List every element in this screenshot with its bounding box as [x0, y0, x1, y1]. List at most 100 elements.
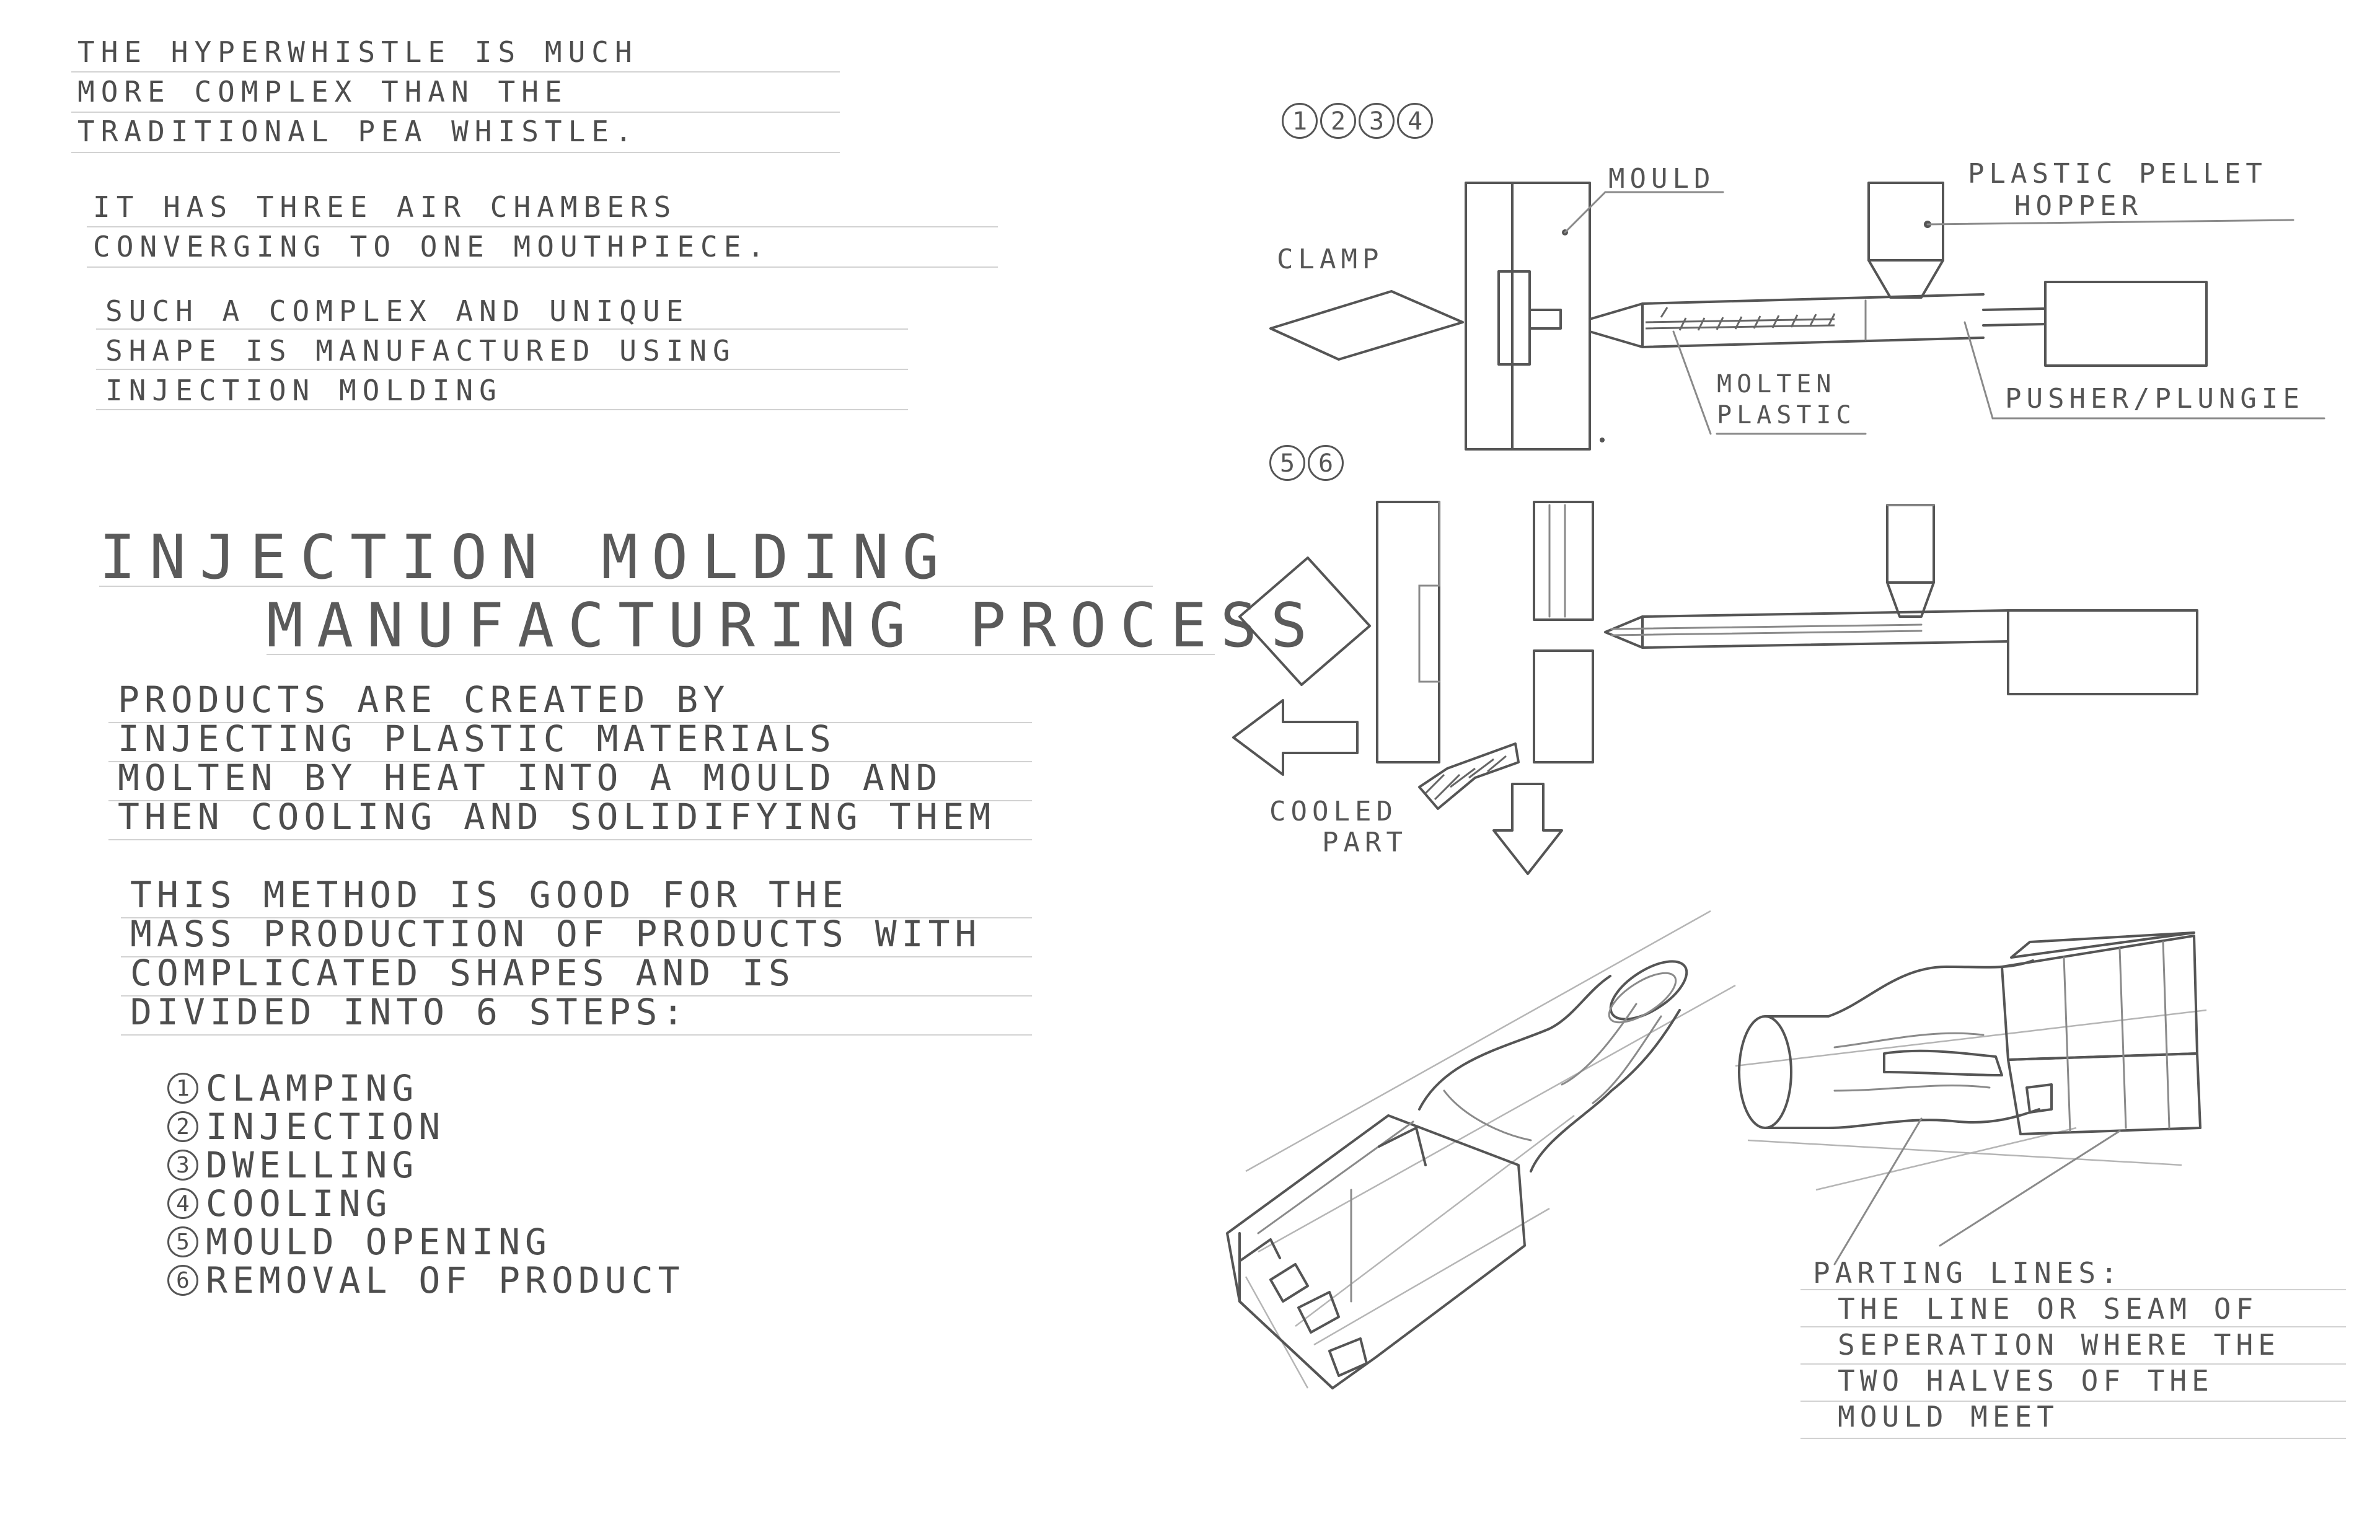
hopper-funnel [1886, 581, 1935, 618]
mould-cavity-neck [1528, 309, 1562, 330]
guide-rule [1800, 1363, 2346, 1365]
step-label: REMOVAL OF PRODUCT [206, 1259, 685, 1301]
nozzle [1589, 302, 1644, 348]
clamp-square [1238, 557, 1371, 686]
hopper-leader [1926, 219, 2294, 226]
step-number: 3 [167, 1150, 198, 1181]
step-number: 4 [167, 1188, 198, 1219]
parting-leader [1939, 1130, 2121, 1247]
guide-rule [71, 112, 840, 113]
barrel-inner [1610, 630, 1923, 636]
description-text: PRODUCTS ARE CREATED BY INJECTING PLASTI… [118, 680, 995, 837]
pencil-dot [1600, 438, 1605, 442]
molten-label-line: PLASTIC [1717, 401, 1856, 429]
whistle-rib [2063, 956, 2071, 1132]
whistle-mouthpiece-sides [1764, 1015, 1830, 1129]
step-number-badge: 1 [1282, 103, 1318, 139]
parting-line: THE LINE OR SEAM OF [1838, 1292, 2259, 1326]
mould-left-half [1465, 182, 1514, 451]
step-number: 2 [167, 1111, 198, 1142]
guide-rule [87, 266, 998, 268]
molding-note: SUCH A COMPLEX AND UNIQUE SHAPE IS MANUF… [105, 291, 736, 410]
whistle-mouthpiece-inner [1608, 972, 1677, 1024]
step-number: 1 [167, 1073, 198, 1104]
eject-arrow [1492, 783, 1563, 875]
title-line-1: INJECTION MOLDING [99, 522, 953, 593]
method-line: COMPLICATED SHAPES AND IS [130, 952, 795, 994]
whistle-outline [1530, 1009, 1681, 1173]
clamp-plate [1269, 290, 1464, 361]
step-number-badge: 5 [1269, 445, 1305, 481]
guide-rule [96, 328, 908, 330]
chambers-line: IT HAS THREE AIR CHAMBERS [93, 190, 677, 224]
barrel-inner [1610, 623, 1923, 630]
whistle-rib [2118, 947, 2127, 1129]
clamp-label: CLAMP [1277, 244, 1384, 275]
plunger-rod [1982, 307, 2047, 311]
pusher-label: PUSHER/PLUNGIE [2005, 383, 2304, 415]
molten-leader [1672, 330, 1712, 435]
guide-rule [1800, 1438, 2346, 1439]
step-number-badge: 2 [1320, 103, 1356, 139]
description-line: MOLTEN BY HEAT INTO A MOULD AND [118, 757, 943, 799]
guide-rule [108, 761, 1032, 762]
pusher-plunger [2044, 281, 2208, 367]
hopper-label-line: PLASTIC PELLET [1968, 158, 2267, 190]
molten-plastic-label: MOLTEN PLASTIC [1717, 369, 1856, 431]
guide-rule [1800, 1326, 2346, 1327]
molding-line: SHAPE IS MANUFACTURED USING [105, 334, 736, 367]
open-mould-right-top [1533, 501, 1594, 621]
mould-right-half [1511, 182, 1591, 451]
whistle-body-bottom [2007, 1052, 2202, 1135]
guide-rule [121, 1034, 1032, 1036]
molten-label-line: MOLTEN [1717, 370, 1836, 398]
open-direction-arrow [1232, 699, 1359, 776]
whistle-detail [1238, 1127, 1427, 1262]
step-number-badge: 4 [1397, 103, 1433, 139]
guide-rule [121, 917, 1032, 918]
guide-rule [108, 800, 1032, 801]
intro-note: THE HYPERWHISTLE IS MUCH MORE COMPLEX TH… [77, 32, 638, 151]
intro-line: MORE COMPLEX THAN THE [77, 75, 568, 108]
air-chamber-opening [1328, 1337, 1368, 1377]
description-line: PRODUCTS ARE CREATED BY [118, 679, 730, 721]
parting-lines-note: PARTING LINES: THE LINE OR SEAM OF SEPER… [1813, 1255, 2280, 1435]
hopper-box [1867, 182, 1944, 262]
step-number: 5 [167, 1226, 198, 1257]
chambers-note: IT HAS THREE AIR CHAMBERS CONVERGING TO … [93, 187, 770, 266]
description-line: INJECTING PLASTIC MATERIALS [118, 718, 836, 760]
guide-rule [108, 839, 1032, 840]
guide-rule [1800, 1289, 2346, 1290]
nozzle-tip [1604, 615, 1644, 649]
step-item: 5 MOULD OPENING [167, 1223, 685, 1261]
whistle-outline [1827, 1108, 2040, 1129]
title-line-2: MANUFACTURING PROCESS [267, 591, 1321, 661]
whistle-contour [1443, 1089, 1532, 1142]
molding-line: SUCH A COMPLEX AND UNIQUE [105, 294, 690, 328]
barrel-top [1641, 293, 1985, 305]
open-mould-left [1376, 501, 1440, 763]
step-label: INJECTION [206, 1106, 446, 1148]
method-line: MASS PRODUCTION OF PRODUCTS WITH [130, 913, 982, 955]
parting-heading: PARTING LINES: [1813, 1256, 2123, 1290]
guide-rule [121, 995, 1032, 997]
method-text: THIS METHOD IS GOOD FOR THE MASS PRODUCT… [130, 876, 981, 1032]
plunger-rod [1982, 323, 2047, 327]
guide-rule [87, 226, 998, 227]
whistle-mouthpiece [1609, 960, 1688, 1021]
air-chamber-opening [1297, 1291, 1340, 1334]
whistle-sketch-right [1735, 931, 2207, 1191]
barrel-top [1641, 609, 2009, 618]
hopper-label-line: HOPPER [2014, 190, 2143, 222]
chambers-line: CONVERGING TO ONE MOUTHPIECE. [93, 230, 771, 263]
step-label: MOULD OPENING [206, 1221, 552, 1263]
parting-line: MOULD MEET [1838, 1400, 2059, 1433]
parting-line: TWO HALVES OF THE [1838, 1364, 2214, 1397]
pusher-plunger [2007, 609, 2198, 695]
injection-machine-diagram [1269, 182, 2325, 451]
hopper-funnel [1867, 259, 1944, 299]
